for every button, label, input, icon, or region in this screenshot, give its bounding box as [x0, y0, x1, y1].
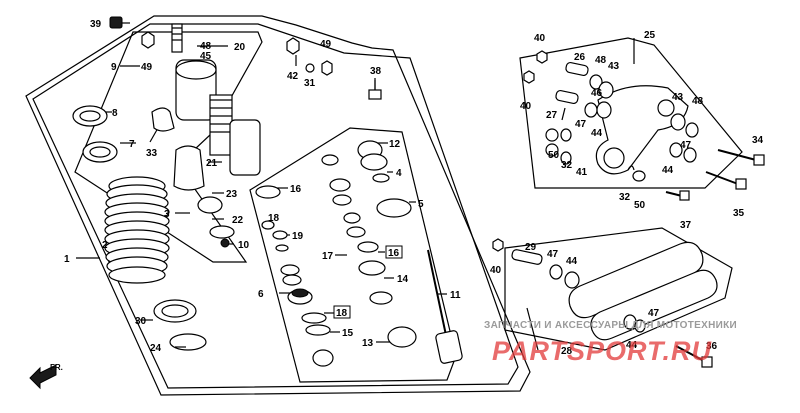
callout-14: 14: [397, 274, 409, 285]
watermark: ЗАПЧАСТИ И АКСЕССУАРЫ ДЛЯ МОТОТЕХНИКИ PA…: [484, 320, 737, 366]
callout-49b: 49: [141, 62, 153, 73]
spring-seat-and-stopper: [151, 107, 207, 351]
watermark-caption: ЗАПЧАСТИ И АКСЕССУАРЫ ДЛЯ МОТОТЕХНИКИ: [484, 320, 737, 331]
callout-19: 19: [292, 231, 304, 242]
callout-16b: 16: [388, 248, 400, 259]
callout-18a: 18: [268, 213, 280, 224]
callout-41: 41: [576, 167, 588, 178]
callout-47a: 47: [575, 119, 587, 130]
callout-8: 8: [112, 108, 118, 119]
connecting-rod-frame: [504, 227, 733, 351]
callout-11: 11: [450, 290, 461, 301]
callout-17: 17: [322, 251, 334, 262]
callout-50b: 50: [634, 200, 646, 211]
callout-39: 39: [90, 19, 102, 30]
callout-50a: 50: [548, 150, 560, 161]
callout-12: 12: [389, 139, 401, 150]
callout-49a: 49: [320, 39, 332, 50]
front-direction-label: FR.: [50, 363, 63, 372]
linkage-bolts: [665, 149, 765, 201]
callout-2: 2: [102, 240, 108, 251]
group-frames: [25, 15, 743, 396]
callout-4: 4: [396, 168, 402, 179]
callout-box-18b: [333, 305, 351, 319]
callout-7: 7: [129, 139, 135, 150]
callout-48a: 48: [200, 41, 212, 52]
callout-23: 23: [226, 189, 238, 200]
callout-18b: 18: [336, 308, 348, 319]
valve-assembly: [255, 140, 417, 367]
callout-15: 15: [342, 328, 354, 339]
valve-assembly-frame: [249, 127, 457, 383]
callout-numbers: 1 2 3 4 5 6 7 8 9 10 11 12 13 14 15 16 1…: [64, 19, 764, 357]
callout-44b: 44: [662, 165, 674, 176]
connecting-rod: [492, 238, 718, 368]
inner-frame: [32, 23, 519, 389]
callout-1: 1: [64, 254, 70, 265]
callout-31: 31: [304, 78, 316, 89]
spring-adjuster-nuts: [72, 105, 118, 163]
callout-47d: 47: [648, 308, 660, 319]
callout-36: 36: [706, 341, 718, 352]
callout-6: 6: [258, 289, 264, 300]
callout-9: 9: [111, 62, 117, 73]
callout-20: 20: [234, 42, 246, 53]
callout-46: 46: [591, 88, 603, 99]
callout-25: 25: [644, 30, 656, 41]
callout-32a: 32: [561, 160, 573, 171]
callout-44d: 44: [626, 340, 638, 351]
callout-34: 34: [752, 135, 764, 146]
callout-26: 26: [574, 52, 586, 63]
callout-5: 5: [418, 199, 424, 210]
shock-linkage-frame: [519, 37, 743, 189]
callout-38: 38: [370, 66, 382, 77]
callout-37: 37: [680, 220, 692, 231]
callout-42: 42: [287, 71, 299, 82]
callout-10: 10: [238, 240, 250, 251]
callout-48c: 48: [692, 96, 704, 107]
callout-44a: 44: [591, 128, 603, 139]
callout-40c: 40: [490, 265, 502, 276]
callout-47c: 47: [547, 249, 559, 260]
callout-13: 13: [362, 338, 374, 349]
outer-frame: [25, 15, 531, 396]
front-direction-indicator: FR.: [29, 363, 63, 390]
callout-40a: 40: [534, 33, 546, 44]
shock-damper-bolts: [197, 196, 235, 248]
callout-22: 22: [232, 215, 244, 226]
shock-linkage: [523, 50, 699, 182]
callout-32b: 32: [619, 192, 631, 203]
callout-45: 45: [200, 51, 212, 62]
callout-43a: 43: [608, 61, 620, 72]
callout-30: 30: [135, 316, 147, 327]
watermark-brand: PARTSPORT.RU: [492, 336, 713, 366]
callout-29: 29: [525, 242, 537, 253]
callout-27: 27: [546, 110, 558, 121]
callout-21: 21: [206, 158, 218, 169]
callout-43b: 43: [672, 92, 684, 103]
callout-16a: 16: [290, 184, 302, 195]
bump-rubber: [173, 145, 205, 191]
callout-3: 3: [164, 209, 170, 220]
top-hardware: [109, 16, 382, 100]
callout-33: 33: [146, 148, 158, 159]
callout-44c: 44: [566, 256, 578, 267]
callout-48b: 48: [595, 55, 607, 66]
callout-47b: 47: [680, 140, 692, 151]
piston-rod: [427, 249, 463, 364]
callout-35: 35: [733, 208, 745, 219]
shock-spring: [104, 176, 170, 284]
callout-box-16b: [385, 245, 403, 259]
callout-40b: 40: [520, 101, 532, 112]
callout-28: 28: [561, 346, 573, 357]
callout-24: 24: [150, 343, 162, 354]
shock-body: [171, 23, 261, 176]
